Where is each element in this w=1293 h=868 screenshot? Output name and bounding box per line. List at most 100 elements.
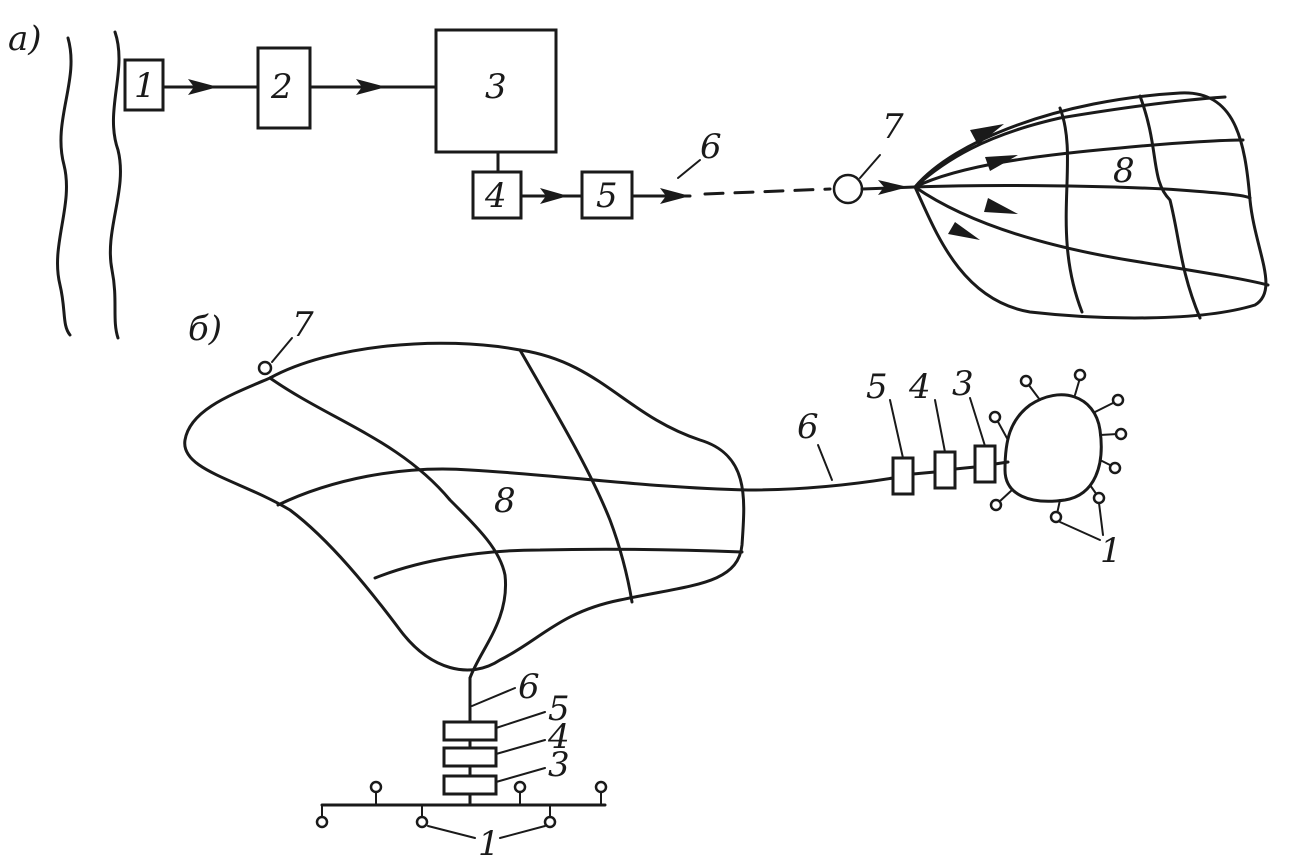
node-7-small bbox=[257, 360, 273, 376]
arrow-feeder-3 bbox=[984, 198, 1018, 214]
bottom-block-3 bbox=[442, 774, 498, 796]
line-6-right bbox=[746, 476, 895, 492]
network-8-feeder-3 bbox=[913, 184, 1252, 200]
block-5-number: 5 bbox=[596, 176, 618, 216]
network-8-line-mid bbox=[518, 348, 634, 604]
arrow-feeder-4 bbox=[948, 222, 980, 240]
river-bank-left bbox=[56, 36, 73, 337]
leader-bottom-5 bbox=[495, 711, 546, 729]
panel-a-label: а) bbox=[8, 19, 42, 59]
bus-consumers bbox=[315, 780, 608, 829]
leader-7-b bbox=[271, 337, 293, 363]
leader-right-5 bbox=[889, 399, 904, 459]
network-8-feeder-1 bbox=[913, 95, 1227, 189]
bottom-1-number: 1 bbox=[478, 824, 500, 864]
arrow-7-8 bbox=[878, 180, 908, 195]
right-block-4 bbox=[933, 450, 957, 490]
consumer-point bbox=[1108, 461, 1122, 475]
consumer-stub bbox=[1094, 401, 1116, 413]
panel-a: а) 1 2 3 4 5 6 bbox=[8, 19, 1270, 340]
consumer-point bbox=[315, 815, 329, 829]
bottom-block-5 bbox=[442, 720, 498, 742]
block-3-number: 3 bbox=[485, 67, 507, 107]
bottom-block-4 bbox=[442, 746, 498, 768]
leader-6-right bbox=[817, 444, 833, 481]
leader-right-3 bbox=[969, 397, 986, 447]
leader-6 bbox=[677, 159, 701, 179]
consumer-stub bbox=[996, 419, 1009, 441]
block-2-number: 2 bbox=[270, 67, 293, 107]
leader-bottom-1b bbox=[499, 825, 546, 839]
leader-bottom-3 bbox=[495, 767, 546, 783]
network-8-outline-b bbox=[183, 341, 746, 672]
consumer-point bbox=[1049, 510, 1063, 524]
plant-outline bbox=[1003, 393, 1103, 503]
block-4-number: 4 bbox=[484, 176, 507, 216]
node-7-number: 7 bbox=[882, 107, 904, 147]
leader-6-bottom bbox=[471, 687, 516, 707]
right-4-number: 4 bbox=[908, 367, 931, 407]
arrow-feeder-2 bbox=[985, 155, 1018, 171]
consumer-point bbox=[988, 410, 1002, 424]
node-7-number-b: 7 bbox=[292, 305, 314, 345]
arrow-2-3 bbox=[356, 79, 386, 95]
network-8-number: 8 bbox=[1113, 151, 1135, 191]
transmission-line-dashed bbox=[703, 187, 832, 196]
consumer-stub bbox=[998, 489, 1013, 503]
line-6-number: 6 bbox=[700, 127, 722, 167]
bottom-3-number: 3 bbox=[548, 745, 570, 785]
consumer-point bbox=[594, 780, 608, 794]
right-5-number: 5 bbox=[866, 367, 888, 407]
consumer-point bbox=[1111, 393, 1125, 407]
network-8-feeder-4 bbox=[913, 185, 1270, 287]
leader-7 bbox=[859, 154, 881, 179]
arrow-4-5 bbox=[540, 188, 568, 204]
block-5 bbox=[580, 170, 634, 220]
network-8-number-b: 8 bbox=[494, 481, 516, 521]
river-bank-right bbox=[108, 30, 122, 340]
consumer-point bbox=[1073, 368, 1087, 382]
right-connector-4-3 bbox=[953, 465, 977, 471]
network-8-outline bbox=[913, 91, 1268, 320]
plant-consumers bbox=[988, 368, 1128, 524]
leader-bottom-1a bbox=[427, 825, 476, 839]
line-6-bottom-number: 6 bbox=[518, 667, 540, 707]
leader-right-1a bbox=[1059, 521, 1101, 541]
right-block-5 bbox=[891, 456, 915, 496]
consumer-point bbox=[1019, 374, 1033, 388]
network-8-feeder-2 bbox=[913, 138, 1245, 189]
network-8-crossline-2 bbox=[1138, 94, 1202, 320]
arrow-feeder-1 bbox=[970, 124, 1004, 145]
network-8-crossline-1 bbox=[1058, 106, 1084, 314]
leader-right-4 bbox=[934, 399, 946, 453]
network-8-line-h1 bbox=[276, 467, 750, 507]
right-1-number: 1 bbox=[1100, 531, 1122, 571]
block-1 bbox=[123, 58, 165, 112]
line-6-right-number: 6 bbox=[797, 407, 819, 447]
consumer-point bbox=[989, 498, 1003, 512]
consumer-point bbox=[543, 815, 557, 829]
right-connector-5-4 bbox=[911, 470, 937, 476]
right-block-3 bbox=[973, 444, 997, 484]
block-1-number: 1 bbox=[134, 66, 156, 106]
bottom-5-number: 5 bbox=[548, 689, 570, 729]
consumer-point bbox=[415, 815, 429, 829]
arrow-line-6 bbox=[660, 188, 690, 204]
network-8-line-h2 bbox=[373, 547, 744, 580]
right-3-number: 3 bbox=[952, 364, 974, 404]
consumer-point bbox=[369, 780, 383, 794]
panel-b: б) 7 8 6 5 4 3 bbox=[183, 305, 1128, 864]
bottom-4-number: 4 bbox=[547, 717, 570, 757]
leader-right-1b bbox=[1098, 502, 1104, 536]
node-7-substation bbox=[832, 173, 864, 205]
leader-bottom-4 bbox=[495, 739, 546, 755]
network-8-line-top bbox=[268, 376, 508, 680]
consumer-stub bbox=[1027, 383, 1041, 401]
panel-b-label: б) bbox=[188, 309, 222, 349]
consumer-point bbox=[1092, 491, 1106, 505]
arrow-1-2 bbox=[188, 79, 218, 95]
consumer-point bbox=[1114, 427, 1128, 441]
block-3 bbox=[434, 28, 558, 154]
consumer-point bbox=[513, 780, 527, 794]
